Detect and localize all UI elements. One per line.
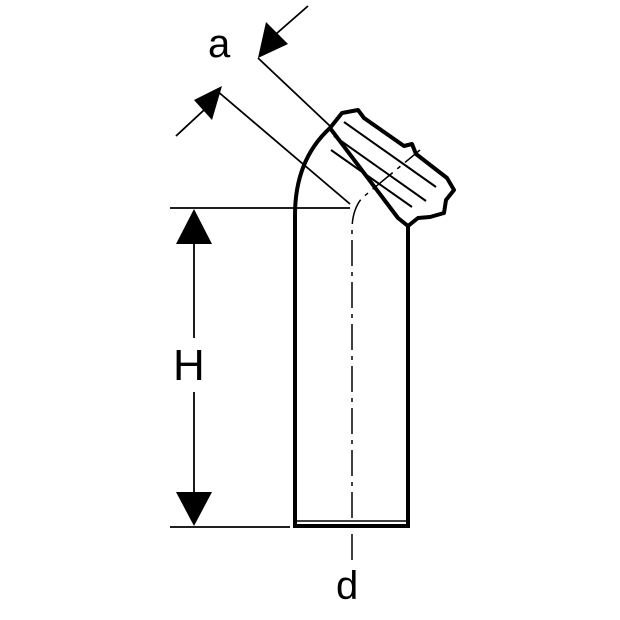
socket-ring-2 — [333, 135, 427, 202]
dimension-a-arrow-lower-head — [194, 86, 222, 120]
dimension-d-label: d — [336, 564, 359, 608]
pipe-left-wall — [293, 126, 332, 528]
socket-ring-1 — [343, 121, 437, 188]
dimension-H-label: H — [173, 341, 205, 390]
dimension-a-extension-line-upper — [257, 57, 331, 127]
dimension-a-label: a — [208, 22, 231, 66]
dimension-a-arrow-upper-shaft — [275, 5, 309, 35]
pipe-center-line — [351, 149, 421, 560]
dimension-a-extension-line-lower — [215, 89, 351, 205]
dimension-H-arrow-bottom — [176, 492, 212, 526]
socket-ring-3 — [330, 149, 413, 208]
dimension-a-arrow-lower-shaft — [175, 109, 205, 137]
dimension-a-arrow-upper-head — [258, 22, 288, 58]
dimension-H-arrow-top — [176, 209, 212, 244]
socket-outline — [328, 108, 456, 228]
